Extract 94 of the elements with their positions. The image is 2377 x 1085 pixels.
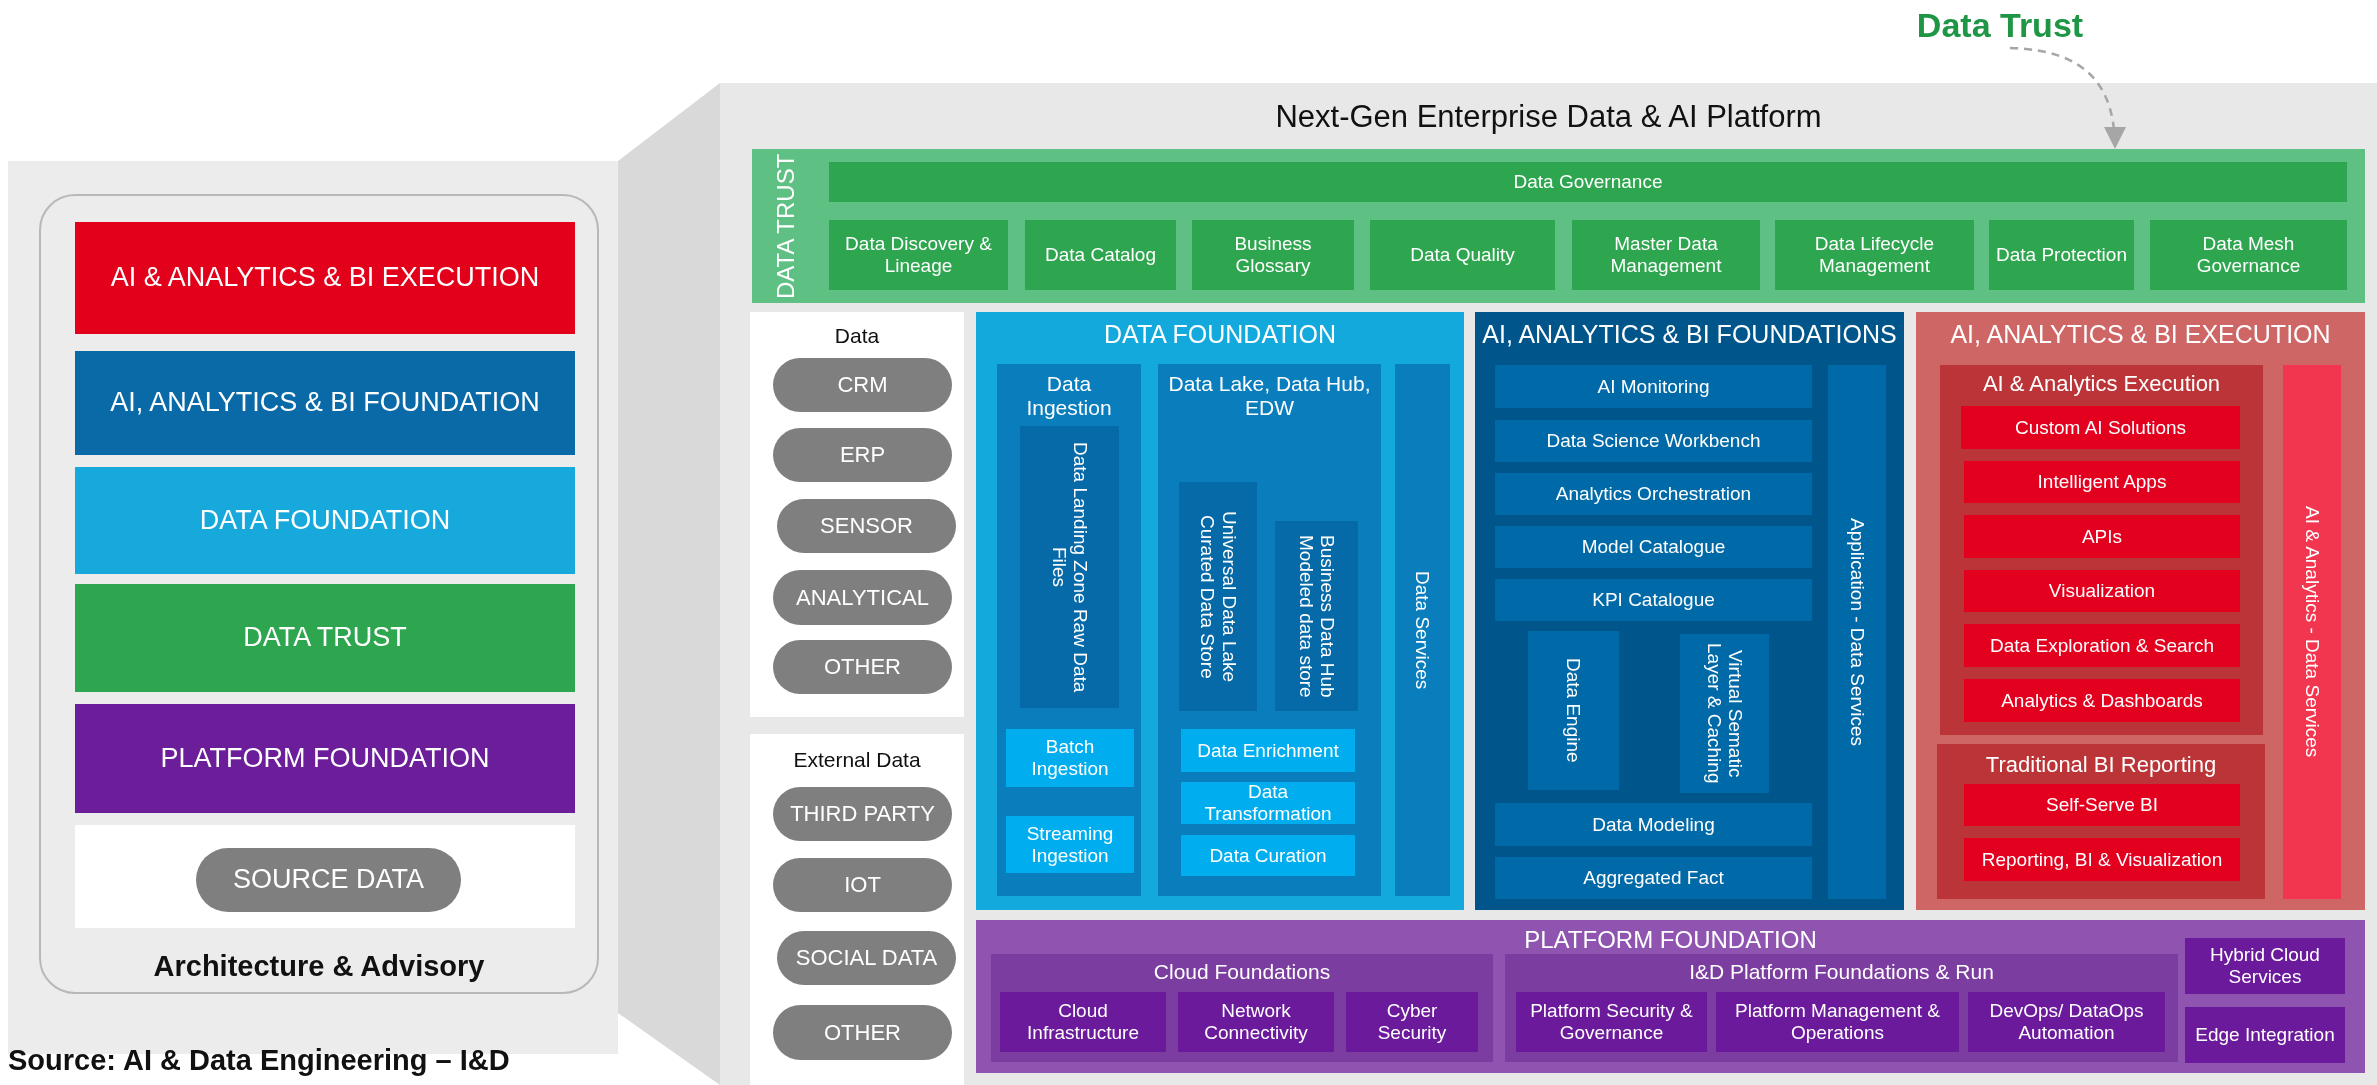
component-box: Cloud Infrastructure xyxy=(1000,992,1166,1052)
layer-panel xyxy=(976,920,2365,1073)
component-box: Data Enrichment xyxy=(1181,729,1355,772)
layer-panel xyxy=(1940,365,2263,735)
component-box: Reporting, BI & Visualization xyxy=(1964,838,2240,881)
component-box: Data Exploration & Search xyxy=(1964,624,2240,667)
component-box: Data Mesh Governance xyxy=(2150,220,2347,290)
service-column: Application - Data Services xyxy=(1828,365,1886,899)
component-box: Data Protection xyxy=(1989,220,2134,290)
layer-bar: AI, ANALYTICS & BI FOUNDATION xyxy=(75,351,575,455)
component-box: Model Catalogue xyxy=(1495,526,1812,568)
component-box: Custom AI Solutions xyxy=(1961,406,2240,449)
component-box: Data Modeling xyxy=(1495,803,1812,846)
service-column: Data Landing Zone Raw Data Files xyxy=(1020,426,1119,708)
component-box: Data Catalog xyxy=(1025,220,1176,290)
component-box: Master Data Management xyxy=(1572,220,1760,290)
callout-label: Data Trust xyxy=(1900,4,2100,48)
component-box: Hybrid Cloud Services xyxy=(2185,938,2345,994)
layer-panel xyxy=(750,734,964,1085)
component-box: APIs xyxy=(1964,515,2240,558)
panel-title: DATA FOUNDATION xyxy=(1103,320,1337,349)
layer-panel xyxy=(750,312,964,717)
layer-bar xyxy=(75,825,575,928)
component-box: Business Glossary xyxy=(1192,220,1354,290)
service-column: Business Data Hub Modeled data store xyxy=(1275,521,1358,711)
source-pill: SOURCE DATA xyxy=(196,848,461,912)
component-box: Visualization xyxy=(1964,570,2240,612)
arrow xyxy=(2009,46,2126,150)
panel-title: Data xyxy=(833,324,881,349)
component-box: DevOps/ DataOps Automation xyxy=(1968,992,2165,1052)
component-box: Data Transformation xyxy=(1181,782,1355,824)
layer-panel xyxy=(1937,744,2265,899)
component-box: KPI Catalogue xyxy=(1495,579,1812,621)
panel-title: External Data xyxy=(792,748,922,773)
component-box: Analytics Orchestration xyxy=(1495,473,1812,515)
service-column: AI & Analytics - Data Services xyxy=(2283,365,2341,899)
component-box: Data Governance xyxy=(829,162,2347,202)
component-box: Self-Serve BI xyxy=(1964,784,2240,826)
layer-panel xyxy=(1916,312,2365,910)
source-pill: ERP xyxy=(773,428,952,482)
component-box: Network Connectivity xyxy=(1178,992,1334,1052)
layer-bar: PLATFORM FOUNDATION xyxy=(75,704,575,813)
platform-panel xyxy=(720,83,2377,1085)
layer-bar: DATA FOUNDATION xyxy=(75,467,575,574)
layer-bar: AI & ANALYTICS & BI EXECUTION xyxy=(75,222,575,334)
component-box: Data Quality xyxy=(1370,220,1555,290)
component-box: Edge Integration xyxy=(2185,1007,2345,1063)
layer-panel xyxy=(997,364,1141,896)
source-pill: IOT xyxy=(773,858,952,912)
component-box: Data Lifecycle Management xyxy=(1775,220,1974,290)
panel-title: I&D Platform Foundations & Run xyxy=(1688,960,1995,985)
source-pill: CRM xyxy=(773,358,952,412)
component-box: Analytics & Dashboards xyxy=(1964,679,2240,722)
source-pill: OTHER xyxy=(773,1005,952,1060)
component-box: Streaming Ingestion xyxy=(1006,816,1134,873)
panel-title: Cloud Foundations xyxy=(1152,960,1332,985)
panel-title: AI & Analytics Execution xyxy=(1981,371,2222,397)
panel-title: PLATFORM FOUNDATION xyxy=(1523,926,1818,954)
panel-title: AI, ANALYTICS & BI FOUNDATIONS xyxy=(1481,320,1898,349)
source-pill: SOCIAL DATA xyxy=(777,931,956,985)
service-column: Data Engine xyxy=(1528,631,1619,790)
panel-title: Next-Gen Enterprise Data & AI Platform xyxy=(1274,99,1823,135)
layer-panel xyxy=(1505,954,2178,1062)
component-box: Platform Security & Governance xyxy=(1516,992,1707,1052)
source-pill: SENSOR xyxy=(777,499,956,553)
layer-bar: DATA TRUST xyxy=(75,584,575,692)
component-box: AI Monitoring xyxy=(1495,365,1812,408)
panel-title: Architecture & Advisory xyxy=(152,950,486,984)
panel-title: Traditional BI Reporting xyxy=(1984,752,2218,778)
panel-title: Data Lake, Data Hub, EDW xyxy=(1167,372,1372,421)
component-box: Aggregated Fact xyxy=(1495,857,1812,899)
component-box: Batch Ingestion xyxy=(1006,729,1134,787)
layer-panel xyxy=(1475,312,1904,910)
panel-title: DATA TRUST xyxy=(771,152,801,301)
frame-outline xyxy=(39,194,599,994)
layer-panel xyxy=(991,954,1493,1062)
layer-panel xyxy=(976,312,1464,910)
layer-panel xyxy=(752,149,2365,303)
service-column: Data Services xyxy=(1395,364,1450,896)
source-pill: THIRD PARTY xyxy=(773,787,952,841)
source-pill: ANALYTICAL xyxy=(773,570,952,625)
layer-panel xyxy=(1158,364,1381,896)
panel-title: Data Ingestion xyxy=(1025,372,1113,421)
component-box: Platform Management & Operations xyxy=(1716,992,1959,1052)
caption: Source: AI & Data Engineering – I&D xyxy=(8,1044,510,1077)
source-pill: OTHER xyxy=(773,640,952,694)
component-box: Intelligent Apps xyxy=(1964,461,2240,503)
service-column: Virtual Sematic Layer & Caching xyxy=(1680,634,1769,793)
component-box: Data Discovery & Lineage xyxy=(829,220,1008,290)
component-box: Cyber Security xyxy=(1346,992,1478,1052)
panel-title: AI, ANALYTICS & BI EXECUTION xyxy=(1949,320,2332,349)
component-box: Data Curation xyxy=(1181,835,1355,876)
component-box: Data Science Workbench xyxy=(1495,420,1812,462)
service-column: Universal Data Lake Curated Data Store xyxy=(1179,482,1257,711)
